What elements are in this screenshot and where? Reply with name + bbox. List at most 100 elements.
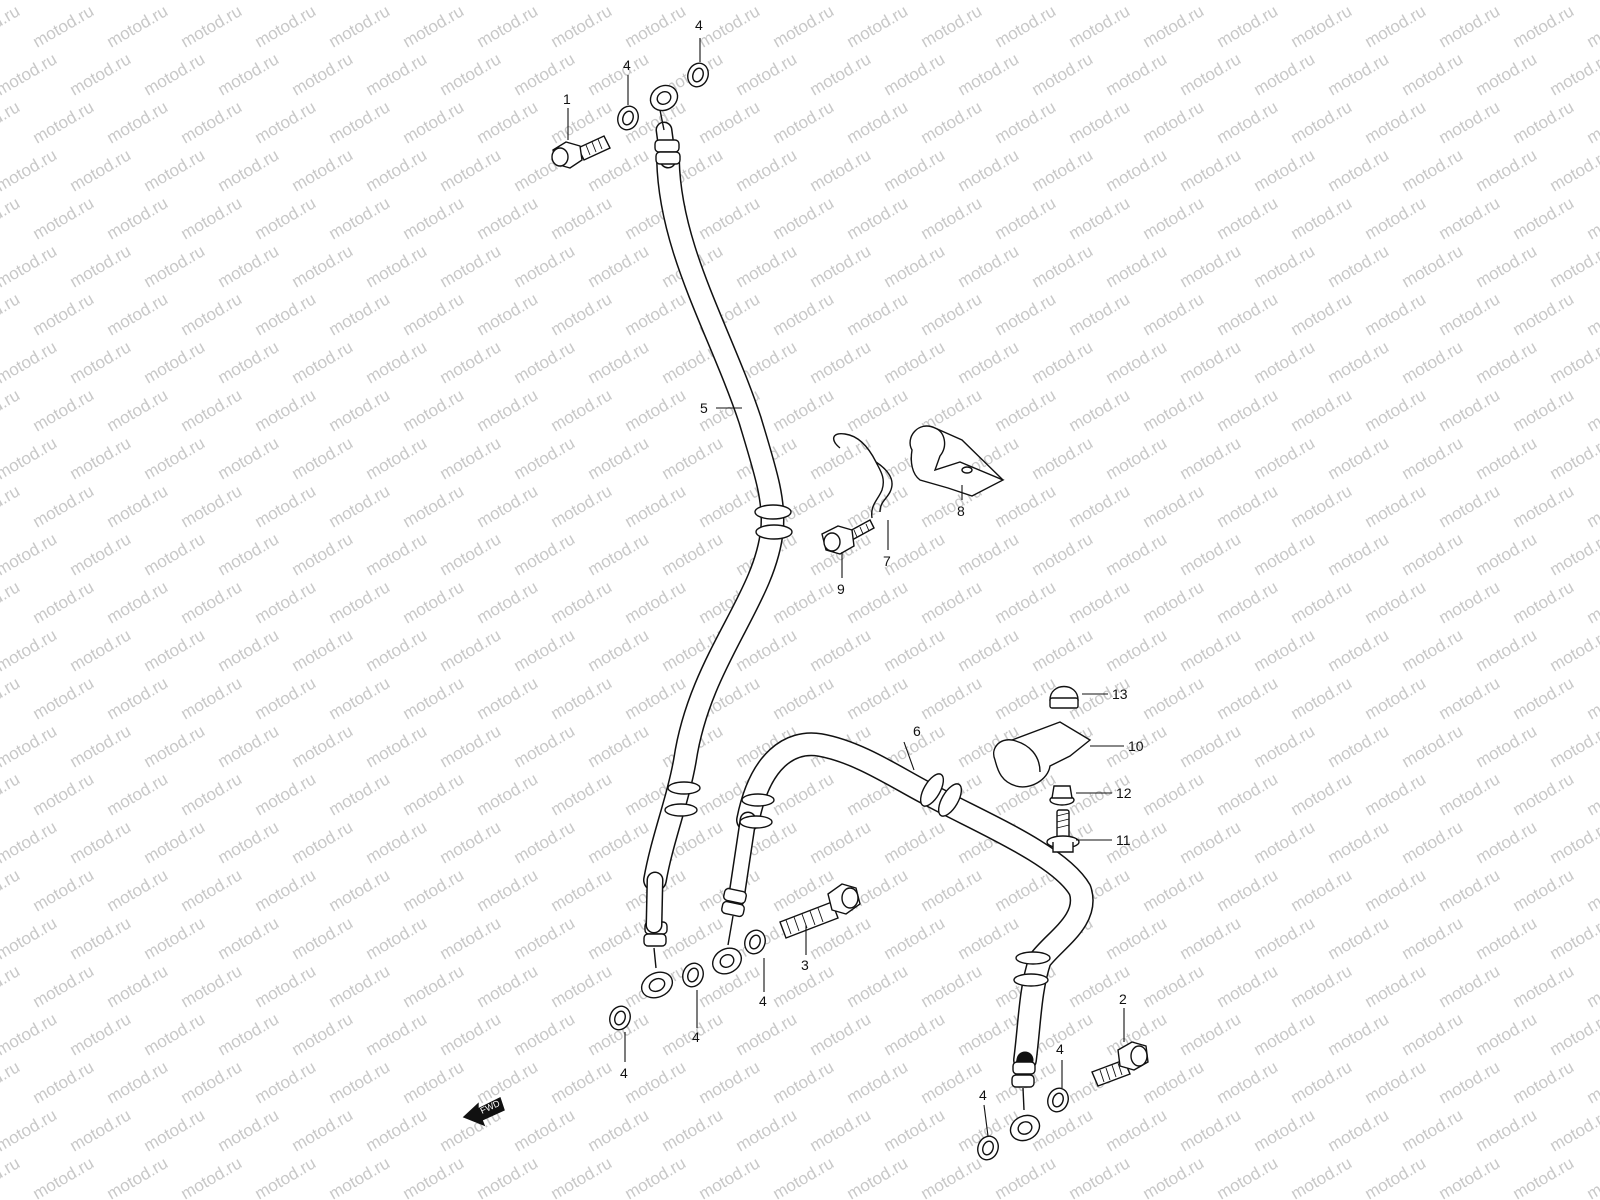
watermark-text: motod.ru [1399, 1009, 1467, 1059]
part-label-5: 5 [700, 400, 708, 416]
watermark-text: motod.ru [0, 961, 23, 1011]
watermark-text: motod.ru [1177, 721, 1245, 771]
watermark-text: motod.ru [1399, 529, 1467, 579]
watermark-text: motod.ru [622, 481, 690, 531]
watermark-text: motod.ru [733, 0, 801, 3]
watermark-text: motod.ru [67, 337, 135, 387]
watermark-text: motod.ru [918, 1153, 986, 1200]
part-labels: 1 2 3 4 4 4 4 4 4 4 5 6 7 8 9 10 11 12 1… [563, 17, 1144, 1103]
watermark-text: motod.ru [1362, 97, 1430, 147]
watermark-text: motod.ru [0, 1105, 60, 1155]
watermark-text: motod.ru [0, 1153, 23, 1200]
watermark-text: motod.ru [437, 625, 505, 675]
watermark-text: motod.ru [1547, 529, 1600, 579]
watermark-text: motod.ru [955, 145, 1023, 195]
watermark-text: motod.ru [1510, 961, 1578, 1011]
watermark-text: motod.ru [585, 529, 653, 579]
watermark-text: motod.ru [1288, 481, 1356, 531]
watermark-text: motod.ru [1473, 817, 1541, 867]
watermark-text: motod.ru [67, 241, 135, 291]
watermark-text: motod.ru [1436, 1153, 1504, 1200]
watermark-text: motod.ru [844, 1, 912, 51]
watermark-text: motod.ru [1436, 1057, 1504, 1107]
watermark-text: motod.ru [1584, 97, 1600, 147]
hose-clip-7 [833, 433, 893, 519]
watermark-text: motod.ru [881, 625, 949, 675]
watermark-text: motod.ru [585, 337, 653, 387]
watermark-text: motod.ru [1214, 1153, 1282, 1200]
watermark-text: motod.ru [1547, 433, 1600, 483]
watermark-text: motod.ru [1325, 1105, 1393, 1155]
watermark-text: motod.ru [807, 241, 875, 291]
watermark-text: motod.ru [1251, 721, 1319, 771]
watermark-text: motod.ru [1399, 625, 1467, 675]
watermark-text: motod.ru [807, 433, 875, 483]
watermark-text: motod.ru [1399, 1105, 1467, 1155]
watermark-text: motod.ru [807, 1105, 875, 1155]
watermark-text: motod.ru [1362, 769, 1430, 819]
watermark-text: motod.ru [252, 1153, 320, 1200]
watermark-text: motod.ru [881, 1105, 949, 1155]
watermark-text: motod.ru [1251, 337, 1319, 387]
watermark-text: motod.ru [1584, 385, 1600, 435]
watermark-text: motod.ru [67, 433, 135, 483]
watermark-text: motod.ru [474, 673, 542, 723]
watermark-text: motod.ru [511, 721, 579, 771]
watermark-text: motod.ru [1436, 865, 1504, 915]
watermark-text: motod.ru [474, 577, 542, 627]
watermark-text: motod.ru [1251, 145, 1319, 195]
watermark-text: motod.ru [1214, 577, 1282, 627]
watermark-text: motod.ru [1362, 289, 1430, 339]
watermark-text: motod.ru [30, 97, 98, 147]
watermark-text: motod.ru [844, 97, 912, 147]
watermark-text: motod.ru [1103, 913, 1171, 963]
watermark-text: motod.ru [1510, 1057, 1578, 1107]
watermark-text: motod.ru [1436, 385, 1504, 435]
watermark-text: motod.ru [1288, 769, 1356, 819]
watermark-text: motod.ru [30, 769, 98, 819]
watermark-text: motod.ru [1325, 625, 1393, 675]
watermark-text: motod.ru [1103, 433, 1171, 483]
watermark-text: motod.ru [1473, 145, 1541, 195]
watermark-text: motod.ru [1140, 289, 1208, 339]
watermark-text: motod.ru [770, 1, 838, 51]
watermark-text: motod.ru [400, 673, 468, 723]
watermark-text: motod.ru [918, 865, 986, 915]
watermark-text: motod.ru [918, 673, 986, 723]
watermark-text: motod.ru [511, 0, 579, 3]
watermark-text: motod.ru [326, 1, 394, 51]
watermark-text: motod.ru [289, 49, 357, 99]
part-label-4: 4 [759, 993, 767, 1009]
watermark-text: motod.ru [1510, 289, 1578, 339]
watermark-text: motod.ru [770, 1153, 838, 1200]
watermark-text: motod.ru [215, 1009, 283, 1059]
watermark-text: motod.ru [178, 481, 246, 531]
watermark-text: motod.ru [992, 481, 1060, 531]
watermark-text: motod.ru [1325, 0, 1393, 3]
watermark-text: motod.ru [474, 289, 542, 339]
watermark-text: motod.ru [1584, 481, 1600, 531]
watermark-text: motod.ru [1288, 1057, 1356, 1107]
watermark-text: motod.ru [289, 721, 357, 771]
watermark-text: motod.ru [1177, 913, 1245, 963]
leader-lines [567, 38, 1125, 1137]
watermark-text: motod.ru [474, 865, 542, 915]
watermark-text: motod.ru [1325, 433, 1393, 483]
watermark-text: motod.ru [363, 1105, 431, 1155]
watermark-text: motod.ru [548, 289, 616, 339]
watermark-text: motod.ru [1177, 1105, 1245, 1155]
watermark-text: motod.ru [992, 1153, 1060, 1200]
watermark-text: motod.ru [1362, 577, 1430, 627]
watermark-text: motod.ru [104, 769, 172, 819]
watermark-text: motod.ru [1029, 625, 1097, 675]
watermark-text: motod.ru [104, 577, 172, 627]
watermark-text: motod.ru [289, 145, 357, 195]
watermark-text: motod.ru [1177, 145, 1245, 195]
watermark-text: motod.ru [252, 385, 320, 435]
watermark-text: motod.ru [67, 1009, 135, 1059]
watermark-text: motod.ru [1510, 769, 1578, 819]
watermark-text: motod.ru [1214, 385, 1282, 435]
watermark-text: motod.ru [0, 673, 23, 723]
watermark-text: motod.ru [1399, 721, 1467, 771]
watermark-text: motod.ru [548, 1057, 616, 1107]
